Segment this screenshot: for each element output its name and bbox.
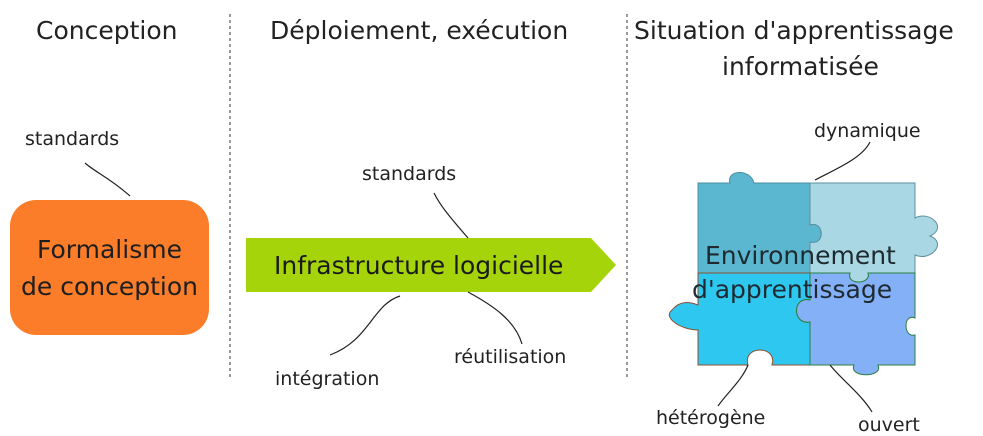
header-situation-line2: informatisée bbox=[722, 52, 879, 81]
standards-arrow-connector-line bbox=[433, 192, 469, 239]
puzzle-label-line2: d'apprentissage bbox=[692, 275, 893, 304]
label-reutilisation: réutilisation bbox=[454, 346, 567, 368]
ouvert-connector-line bbox=[829, 364, 873, 413]
label-dynamique: dynamique bbox=[814, 120, 921, 142]
formalisme-box bbox=[10, 200, 209, 335]
reutilisation-connector-line bbox=[467, 291, 523, 345]
label-heterogene: hétérogène bbox=[656, 407, 766, 429]
header-deployment: Déploiement, exécution bbox=[270, 16, 569, 45]
heterogene-connector-line bbox=[717, 364, 749, 407]
label-standards-conception: standards bbox=[25, 128, 120, 150]
label-integration: intégration bbox=[275, 368, 380, 390]
integration-connector-line bbox=[329, 295, 401, 356]
puzzle-label-line1: Environnement bbox=[705, 241, 896, 270]
puzzle-piece-bottom-right bbox=[796, 272, 916, 376]
infrastructure-arrow bbox=[246, 238, 616, 292]
label-ouvert: ouvert bbox=[858, 414, 920, 436]
formalisme-box-line1: Formalisme bbox=[37, 235, 182, 264]
infrastructure-label: Infrastructure logicielle bbox=[274, 251, 564, 280]
header-conception: Conception bbox=[36, 16, 178, 45]
label-standards-deployment: standards bbox=[362, 163, 457, 185]
standards-connector-line bbox=[84, 162, 131, 197]
puzzle bbox=[669, 172, 938, 376]
formalisme-box-line2: de conception bbox=[21, 272, 198, 301]
header-situation-line1: Situation d'apprentissage bbox=[634, 16, 954, 45]
dynamique-connector-line bbox=[814, 141, 871, 181]
